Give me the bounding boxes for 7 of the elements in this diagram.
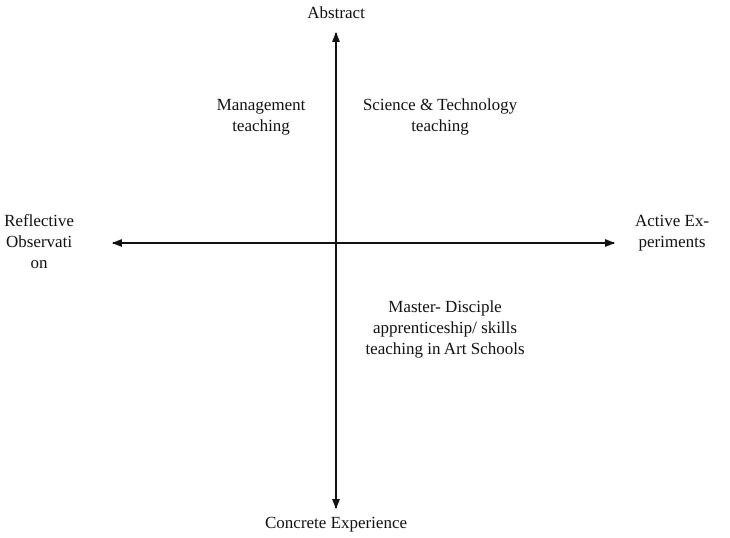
axis-label: Abstract (306, 2, 366, 23)
axis-label: Active Ex- periments (634, 210, 710, 252)
quadrant-label: Science & Technology teaching (362, 94, 518, 136)
axis-label: Concrete Experience (264, 512, 408, 533)
quadrant-label: Management teaching (216, 94, 306, 136)
axis-label: Reflective Observati on (3, 210, 75, 273)
quadrant-label: Master- Disciple apprenticeship/ skills teaching in Art Schools (364, 296, 526, 359)
